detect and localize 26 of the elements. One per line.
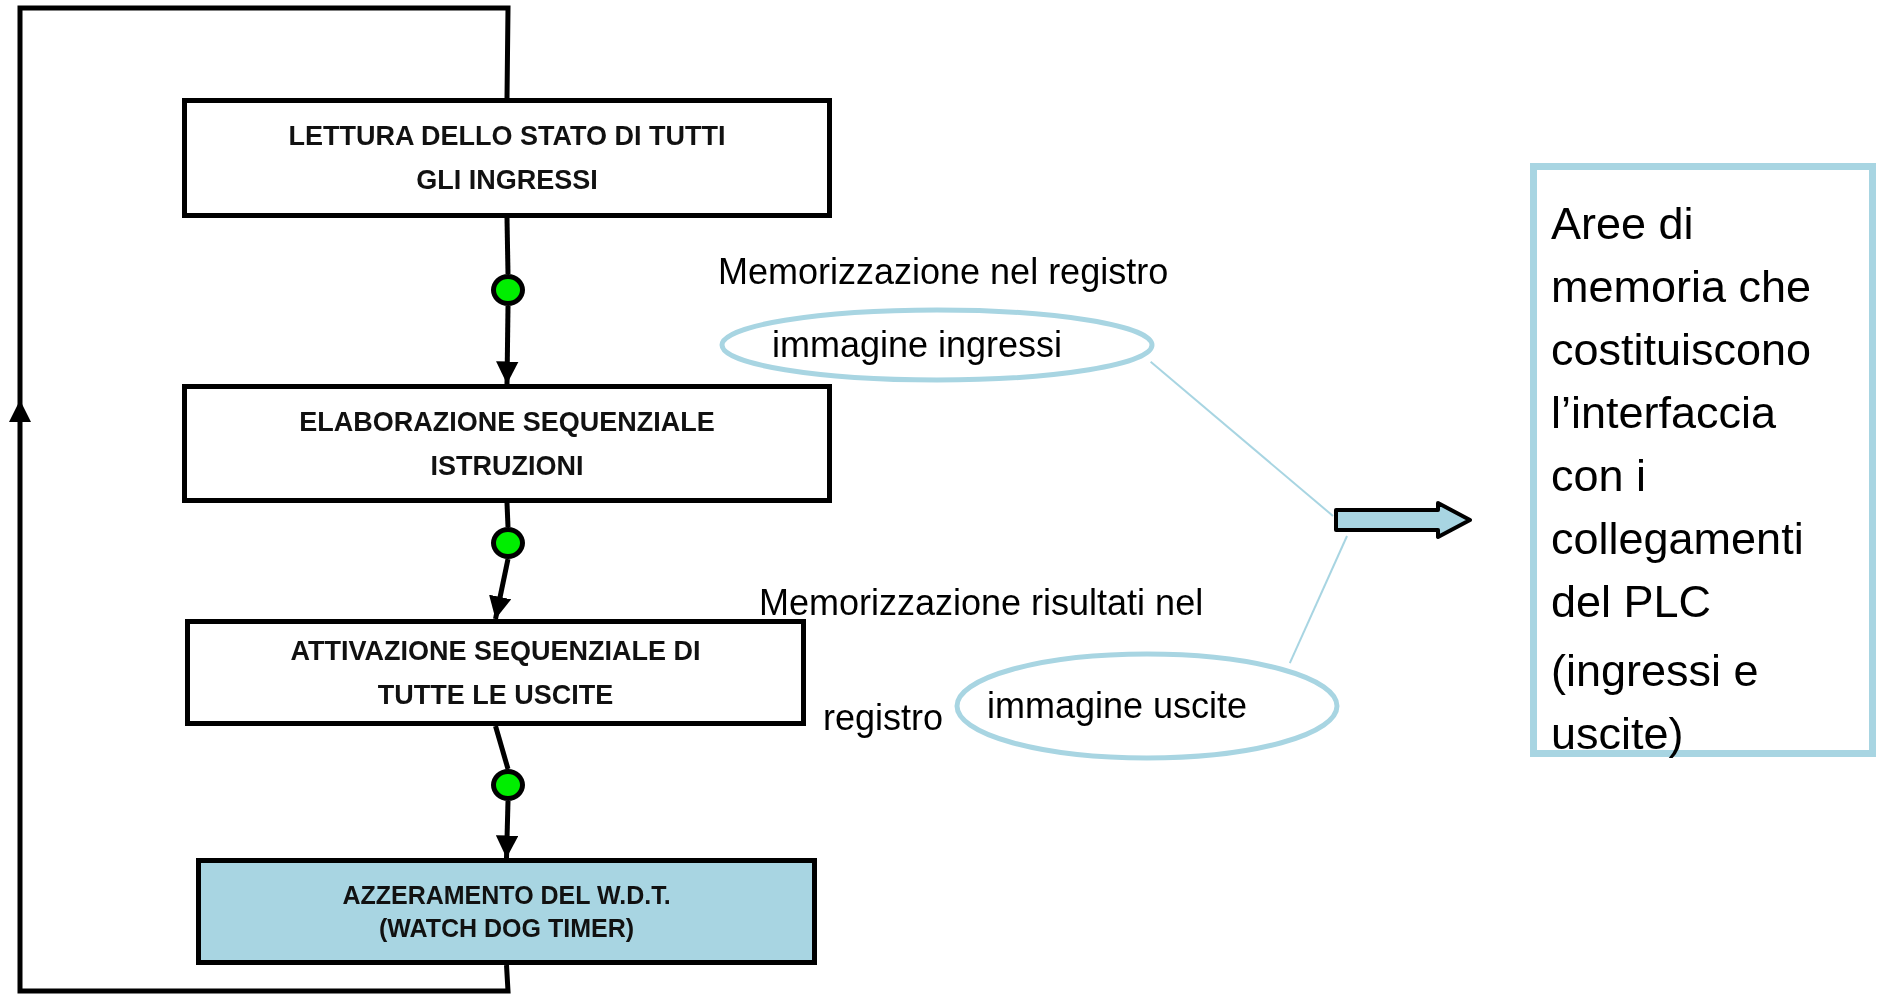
note-text: Aree di memoria che costituiscono l’interfaccia con i collegamenti del PLC <box>1551 197 1813 629</box>
block-arrow <box>1333 500 1473 540</box>
process-box <box>196 858 817 965</box>
node-text: AZZERAMENTO DEL W.D.T. (WATCH DOG TIMER) <box>341 879 672 944</box>
process-box <box>185 619 806 726</box>
note-text: (ingressi e uscite) <box>1551 644 1760 761</box>
leader-line <box>1288 535 1348 665</box>
annotation-text: registro <box>823 698 944 738</box>
node-text: immagine uscite <box>986 686 1248 726</box>
process-box <box>182 384 832 503</box>
flow-arrow <box>9 5 511 994</box>
note-panel <box>1530 163 1876 757</box>
junction-dot <box>491 274 525 306</box>
node-text: ATTIVAZIONE SEQUENZIALE DI TUTTE LE USCITE <box>289 634 702 712</box>
node-text: ELABORAZIONE SEQUENZIALE ISTRUZIONI <box>298 405 716 483</box>
flow-arrow <box>489 558 512 620</box>
junction-dot <box>491 769 525 801</box>
leader-line <box>1149 360 1334 517</box>
annotation-text: Memorizzazione nel registro <box>718 252 1169 292</box>
node-text: LETTURA DELLO STATO DI TUTTI GLI INGRESSI <box>287 120 727 197</box>
process-box <box>182 98 832 218</box>
annotation-text: Memorizzazione risultati nel <box>759 583 1204 623</box>
junction-dot <box>491 527 525 559</box>
flow-arrow <box>496 305 519 385</box>
node-text: immagine ingressi <box>771 325 1063 365</box>
flow-arrow <box>495 800 519 859</box>
